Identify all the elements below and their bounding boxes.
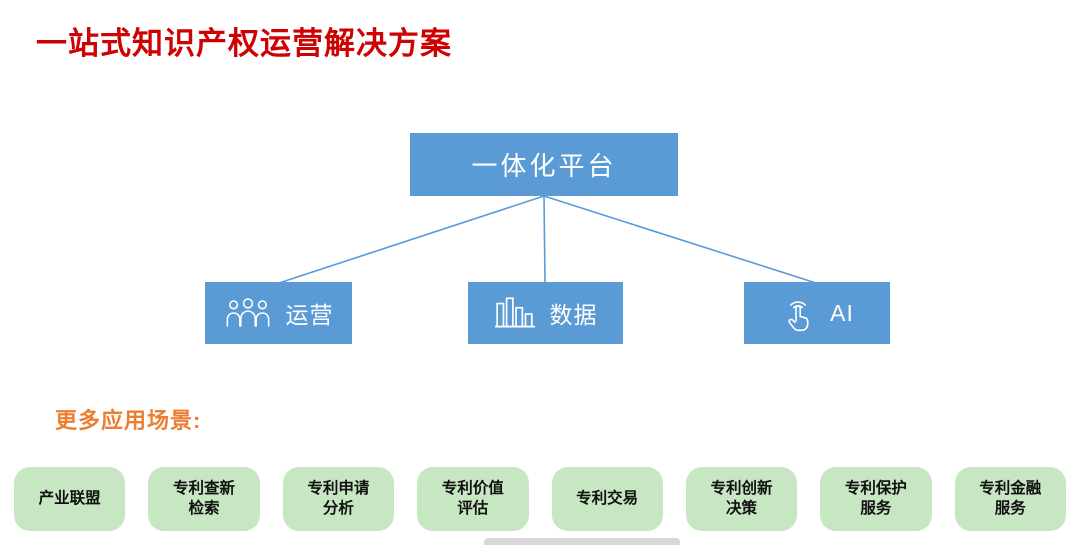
node-operations: 运营 bbox=[205, 282, 352, 344]
pill-patent-novelty-search: 专利查新 检索 bbox=[148, 467, 260, 531]
node-data-label: 数据 bbox=[549, 302, 598, 328]
pill-label: 专利申请 分析 bbox=[307, 479, 370, 517]
pill-patent-protection-service: 专利保护 服务 bbox=[820, 467, 932, 531]
pill-patent-trading: 专利交易 bbox=[551, 467, 663, 531]
pill-label: 产业联盟 bbox=[38, 489, 101, 507]
node-data: 数据 bbox=[468, 282, 623, 344]
pill-label: 专利保护 服务 bbox=[844, 479, 907, 517]
pill-patent-value-assessment: 专利价值 评估 bbox=[417, 467, 529, 531]
people-icon bbox=[224, 296, 272, 331]
cutoff-bottom-element bbox=[484, 538, 680, 545]
pill-patent-application-analysis: 专利申请 分析 bbox=[282, 467, 395, 531]
node-ai-label: AI bbox=[830, 299, 854, 326]
node-integrated-platform: 一体化平台 bbox=[410, 133, 678, 196]
pill-label: 专利交易 bbox=[576, 489, 639, 507]
node-ai: AI bbox=[744, 282, 890, 344]
page-title: 一站式知识产权运营解决方案 bbox=[36, 26, 452, 61]
node-operations-label: 运营 bbox=[285, 302, 334, 328]
pill-patent-innovation-decision: 专利创新 决策 bbox=[685, 467, 798, 531]
pill-label: 专利金融 服务 bbox=[979, 479, 1042, 517]
pill-label: 专利创新 决策 bbox=[710, 479, 773, 517]
scenario-pill-row: 产业联盟 专利查新 检索 专利申请 分析 专利价值 评估 专利交易 专利创新 决… bbox=[14, 467, 1066, 531]
touch-gesture-icon bbox=[780, 293, 816, 333]
scenarios-heading: 更多应用场景: bbox=[55, 408, 202, 433]
pill-patent-finance-service: 专利金融 服务 bbox=[954, 467, 1066, 531]
pill-label: 专利查新 检索 bbox=[173, 479, 236, 517]
pill-industry-alliance: 产业联盟 bbox=[14, 467, 126, 531]
node-integrated-platform-label: 一体化平台 bbox=[471, 151, 617, 181]
pill-label: 专利价值 评估 bbox=[441, 479, 504, 517]
bar-chart-icon bbox=[494, 295, 536, 331]
